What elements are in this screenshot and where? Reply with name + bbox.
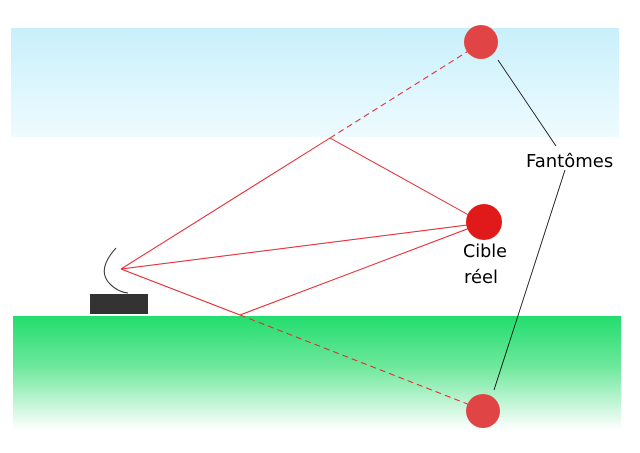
- upper-phantom-ray: [329, 49, 471, 139]
- radar-base: [90, 294, 148, 314]
- phantom-leader-upper: [497, 59, 557, 147]
- lower-phantom-ray: [239, 314, 471, 406]
- real-target-label-line1: Cible: [463, 241, 507, 262]
- phantoms-label: Fantômes: [526, 151, 613, 172]
- phantom-target-upper: [464, 25, 498, 59]
- direct-ray: [120, 222, 484, 270]
- upper-reflecting-layer: [11, 28, 619, 137]
- lower-ray-return: [239, 222, 484, 316]
- ground-layer: [13, 316, 621, 430]
- lower-ray-out: [120, 268, 241, 316]
- upper-ray-out: [120, 137, 331, 270]
- radar-dish: [103, 247, 129, 294]
- phantom-leader-lower: [493, 169, 566, 391]
- phantom-target-lower: [466, 394, 500, 428]
- real-target: [466, 204, 502, 240]
- real-target-label-line2: réel: [464, 267, 498, 288]
- upper-ray-return: [329, 137, 484, 224]
